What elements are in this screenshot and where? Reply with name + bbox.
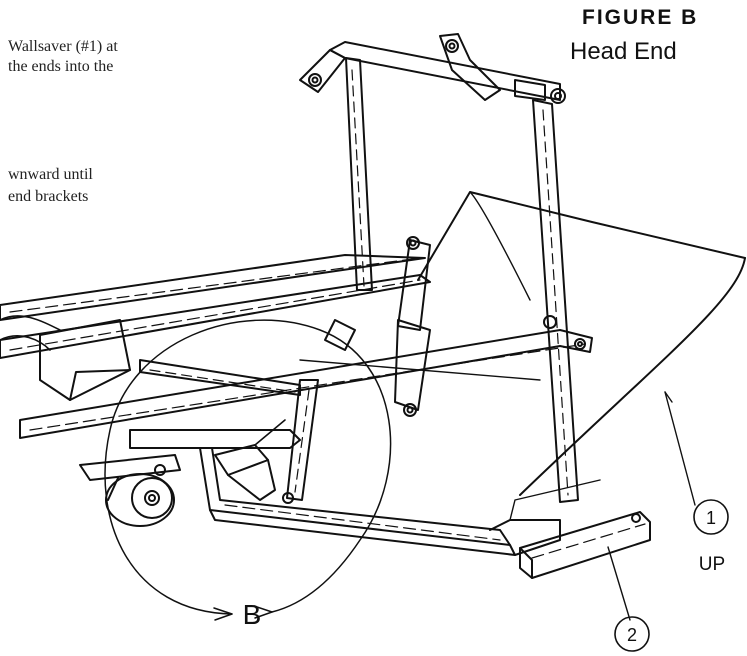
head-frame <box>286 33 579 503</box>
detail-circle-b <box>104 319 392 621</box>
callout-2-label: 2 <box>627 625 637 645</box>
drive-housing <box>0 315 131 401</box>
detail-label-b: B <box>243 599 262 630</box>
center-linkage <box>324 236 431 417</box>
wallsaver-wire <box>417 191 746 496</box>
figure-subtitle: Head End <box>570 38 677 65</box>
instruction-line-4: end brackets <box>8 188 89 205</box>
bottom-frame <box>129 429 651 579</box>
leader-lines <box>607 391 696 621</box>
instruction-line-3: wnward until <box>8 166 93 183</box>
conveyor-rails <box>0 254 593 439</box>
figure-title: FIGURE B <box>582 6 699 29</box>
callout-part-1: 1 <box>693 499 729 535</box>
angle-strut <box>214 419 286 501</box>
instruction-line-2: the ends into the <box>8 58 114 75</box>
callout-part-2: 2 <box>614 616 650 652</box>
roller-wheel <box>79 454 181 527</box>
direction-label: UP <box>699 554 725 575</box>
instruction-line-1: Wallsaver (#1) at <box>8 38 118 55</box>
callout-1-label: 1 <box>706 508 716 528</box>
